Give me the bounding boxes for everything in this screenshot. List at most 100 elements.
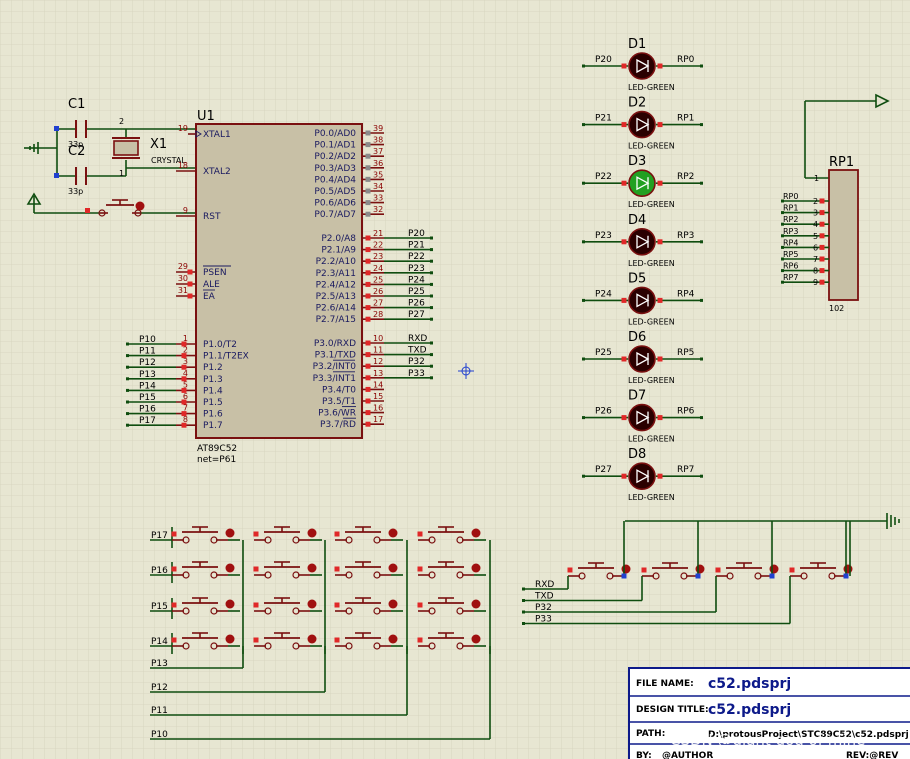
pin-marker (365, 247, 371, 253)
mcu-pin-number: 5 (183, 380, 188, 389)
keypad-key-r1c4[interactable] (417, 526, 481, 544)
reset-button[interactable] (85, 199, 145, 217)
keypad-key-r4c4[interactable] (417, 632, 481, 650)
pin-marker (365, 375, 371, 381)
mcu-pin-name: P3.7/RD (320, 420, 356, 430)
led-bulb (628, 228, 656, 256)
keypad-key-r2c3[interactable] (334, 561, 398, 579)
capacitor-c1[interactable]: C1 33p (68, 97, 87, 149)
keypad-key-r1c3[interactable] (334, 526, 398, 544)
mcu-pin-number: 16 (373, 404, 383, 413)
mcu-pin-number: 36 (373, 159, 383, 168)
keypad-key-r4c2[interactable] (253, 632, 317, 650)
keypad-key-r4c1[interactable] (171, 632, 235, 650)
keypad-key-r2c2[interactable] (253, 561, 317, 579)
rp1-power-terminal[interactable] (875, 93, 890, 109)
keypad-key-r2c1[interactable] (171, 561, 235, 579)
pin-marker (334, 602, 340, 608)
mcu-at89c52[interactable]: U1 AT89C52 net=P61 19XTAL118XTAL29RST29P… (126, 109, 433, 465)
resistor-pack-rp1[interactable]: RP1 102 1 RP02RP13RP24RP35RP46RP57RP68RP… (781, 93, 890, 313)
mcu-pin-number: 15 (373, 392, 383, 401)
keypad-key-r3c3[interactable] (334, 597, 398, 615)
keypad-key-r2c4[interactable] (417, 561, 481, 579)
capacitor-c2[interactable]: C2 33p (68, 144, 87, 196)
crystal-x1[interactable]: X1 CRYSTAL 2 1 (112, 117, 186, 178)
led-bulb (628, 286, 656, 315)
pin-marker (365, 153, 371, 159)
keypad-key-r3c4[interactable] (417, 597, 481, 615)
c1-label: C1 (68, 97, 85, 112)
keypad-key-r3c2[interactable] (253, 597, 317, 615)
keypad-key-r1c2[interactable] (253, 526, 317, 544)
rp1-pin-number: 3 (813, 209, 818, 218)
keypad-key-r1c1[interactable] (171, 526, 235, 544)
rp1-pin-net: RP0 (783, 192, 798, 201)
reset-terminal[interactable] (26, 192, 42, 205)
pin-marker (181, 399, 187, 405)
led-bulb (628, 169, 656, 197)
pin-marker (365, 305, 371, 311)
keypad-key-r4c3[interactable] (334, 632, 398, 650)
keypad-key-r3c1[interactable] (171, 597, 235, 615)
